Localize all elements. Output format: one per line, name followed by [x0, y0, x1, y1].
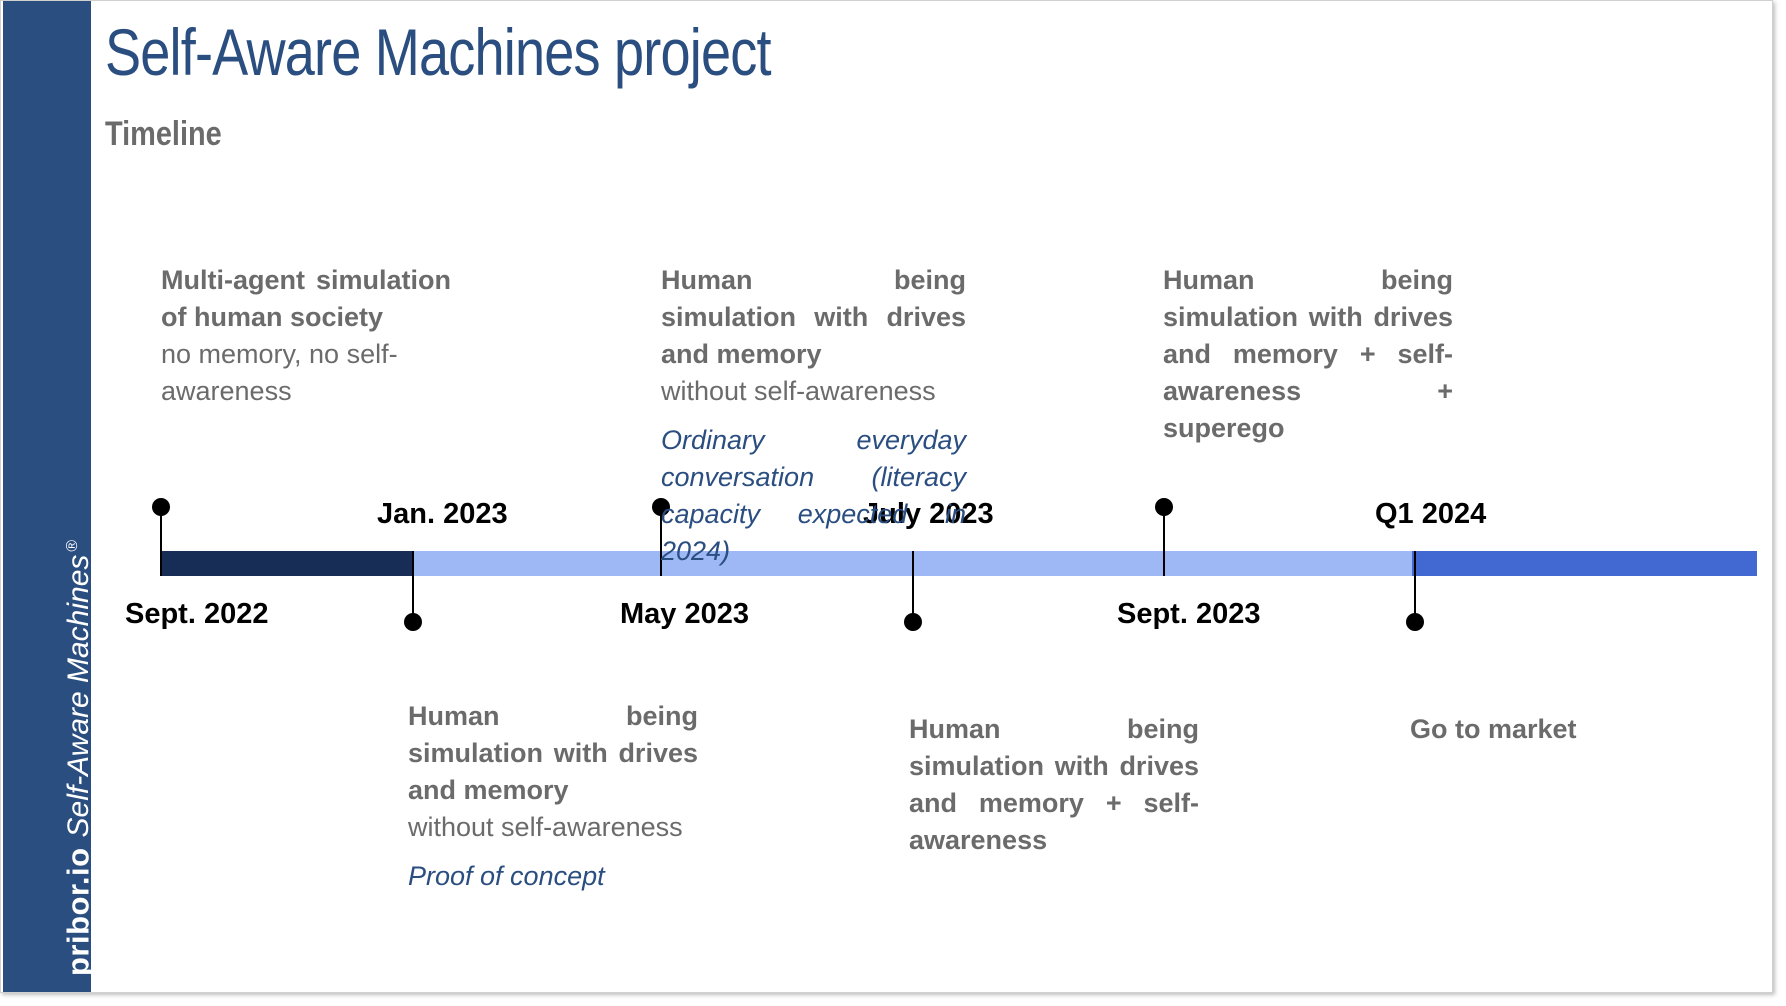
milestone-dot-3: [652, 498, 670, 516]
milestone-dot-6: [1406, 613, 1424, 631]
milestone-text-1: Multi-agent simulation of human society …: [161, 262, 451, 410]
milestone-note: Ordinary everyday conversation (literacy…: [661, 425, 966, 566]
milestone-heading: Human being simulation with drives and m…: [661, 265, 966, 369]
milestone-dot-2: [404, 613, 422, 631]
date-label-1: Sept. 2022: [125, 598, 269, 630]
milestone-note: Proof of concept: [408, 861, 605, 891]
timeline-segment-past: [160, 551, 412, 576]
milestone-text-6: Go to market: [1410, 711, 1700, 748]
sidebar: pribor.ioSelf-Aware Machines®: [3, 1, 95, 992]
milestone-dot-4: [904, 613, 922, 631]
date-label-3: May 2023: [620, 598, 749, 630]
milestone-text-5: Human being simulation with drives and m…: [1163, 262, 1453, 447]
milestone-heading: Human being simulation with drives and m…: [1163, 265, 1453, 443]
milestone-text-3: Human being simulation with drives and m…: [661, 262, 966, 570]
date-label-2: Jan. 2023: [377, 498, 508, 530]
date-label-4: July 2023: [863, 498, 994, 530]
milestone-dot-1: [152, 498, 170, 516]
milestone-subtext: without self-awareness: [408, 812, 683, 842]
date-label-6: Q1 2024: [1375, 498, 1487, 530]
timeline-graphic: [152, 498, 1757, 631]
milestone-heading: Multi-agent simulation of human society: [161, 265, 451, 332]
milestone-subtext: no memory, no self-awareness: [161, 339, 398, 406]
milestone-heading: Human being simulation with drives and m…: [909, 714, 1199, 855]
milestone-dot-5: [1155, 498, 1173, 516]
milestone-text-4: Human being simulation with drives and m…: [909, 711, 1199, 859]
milestone-text-2: Human being simulation with drives and m…: [408, 698, 698, 895]
timeline-segment-future: [1412, 551, 1757, 576]
milestone-heading: Go to market: [1410, 714, 1577, 744]
milestone-heading: Human being simulation with drives and m…: [408, 701, 698, 805]
slide: pribor.ioSelf-Aware Machines® Self-Aware…: [0, 0, 1773, 993]
page-title: Self-Aware Machines project: [105, 15, 772, 89]
date-label-5: Sept. 2023: [1117, 598, 1261, 630]
page-subtitle: Timeline: [105, 115, 222, 153]
milestone-subtext: without self-awareness: [661, 376, 936, 406]
